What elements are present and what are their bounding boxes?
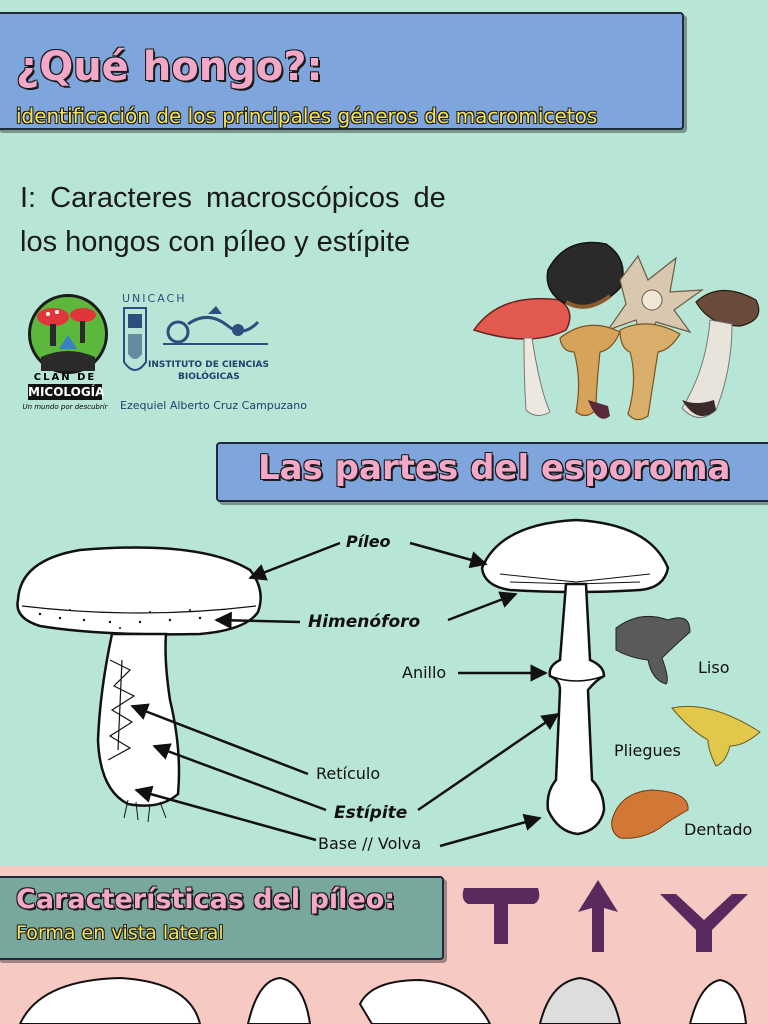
unicach-logo: UNICACH INSTITUTO DE CIENCIAS BIOLÓGICAS [118,292,288,392]
mushroom-parts-diagram [16,518,761,848]
pileo-banner: Características del píleo: Forma en vist… [0,876,444,960]
label-anillo: Anillo [402,663,447,682]
university-name: UNICACH [122,292,187,305]
author-name: Ezequiel Alberto Cruz Campuzano [120,399,307,412]
pileo-subtitle: Forma en vista lateral [16,922,224,944]
label-pileo: Píleo [346,532,391,551]
hymenophore-smooth-illustration [615,615,691,685]
label-base-volva: Base // Volva [318,834,422,853]
section-heading: I: Caracteres macroscópicos de los hongo… [20,176,540,264]
page-title: ¿Qué hongo?: [16,44,323,90]
page-subtitle: identificación de los principales género… [16,104,598,128]
label-himenoforo: Himenóforo [308,612,421,632]
pileo-title: Características del píleo: [16,884,396,915]
hymenophore-teeth-illustration [611,789,689,839]
label-reticulo: Retículo [316,764,381,783]
parts-banner: Las partes del esporoma [216,442,768,502]
section-heading-line-2: los hongos con píleo y estípite [20,226,411,258]
mushroom-collage-illustration [472,241,760,421]
institute-name-line-1: INSTITUTO DE CIENCIAS [148,360,270,370]
label-dentado: Dentado [684,820,753,839]
institute-name-line-2: BIOLÓGICAS [178,372,240,382]
mushroom-icon [37,308,96,371]
label-pliegues: Pliegues [614,741,681,760]
conical-cap-shape-icon [578,880,618,952]
parts-title: Las partes del esporoma [258,448,731,488]
clan-logo-line-1: CLAN DE [33,372,97,383]
title-banner: ¿Qué hongo?: identificación de los princ… [0,12,684,130]
funnel-cap-shape-icon [660,894,748,952]
section-heading-line-1: I: Caracteres macroscópicos de [20,182,446,214]
clan-logo-line-2: MICOLOGÍA [28,384,105,400]
institute-emblem-icon [123,306,268,371]
pileo-shape-sketches [18,976,748,1024]
hymenophore-gills-illustration [671,705,761,767]
flat-cap-shape-icon [462,888,540,944]
amanita-illustration [480,518,670,836]
label-estipite: Estípite [334,803,408,823]
clan-logo-tagline: Un mundo por descubrir [22,403,108,411]
pileo-shape-icons [462,880,748,952]
clan-logo-circle [28,294,108,374]
clan-de-micologia-logo: CLAN DE MICOLOGÍA Un mundo por descubrir [20,292,110,422]
label-liso: Liso [698,658,730,677]
bolete-illustration [16,546,262,823]
